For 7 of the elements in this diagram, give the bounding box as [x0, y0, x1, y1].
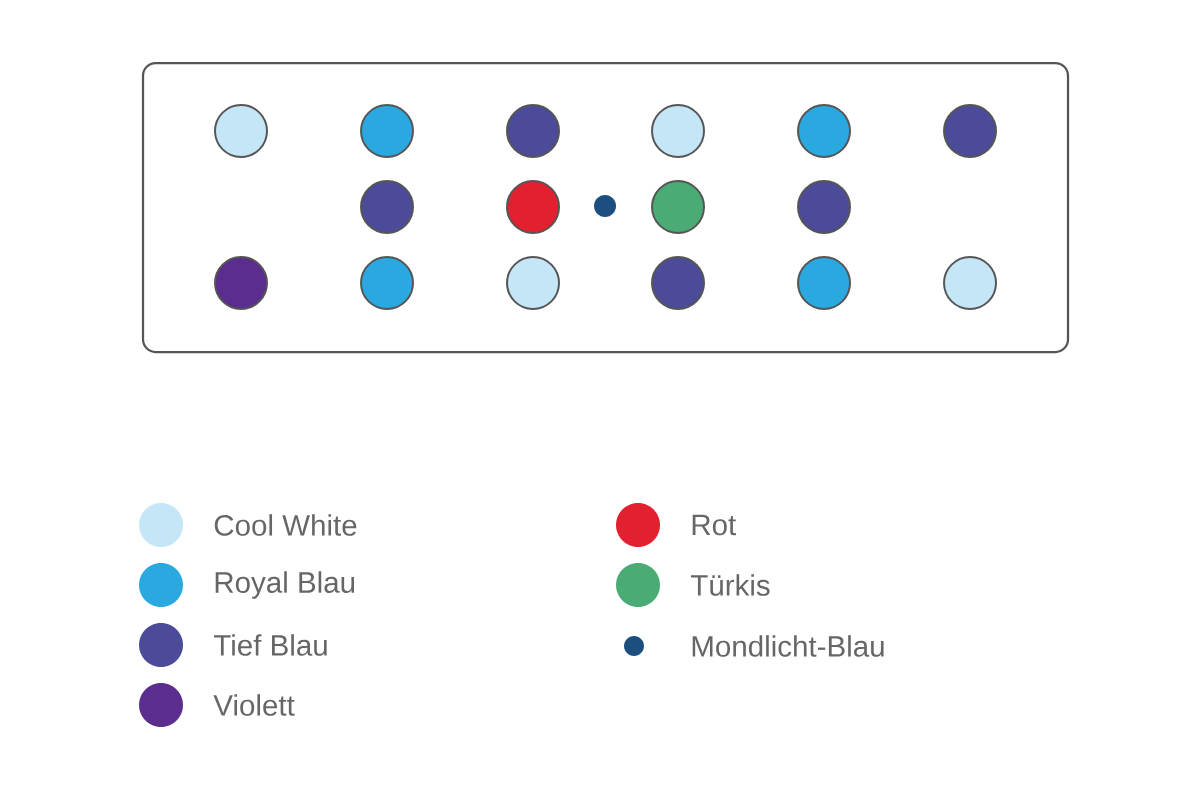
legend-label: Tief Blau [213, 634, 327, 656]
legend-label: Royal Blau [215, 571, 355, 599]
legend-label: Rot [692, 514, 736, 536]
legend-label: Türkis [690, 574, 770, 596]
legend-label: Cool White [214, 514, 357, 536]
legend-label: Violett [213, 694, 295, 716]
legend-label: Mondlicht-Blau [692, 635, 884, 657]
